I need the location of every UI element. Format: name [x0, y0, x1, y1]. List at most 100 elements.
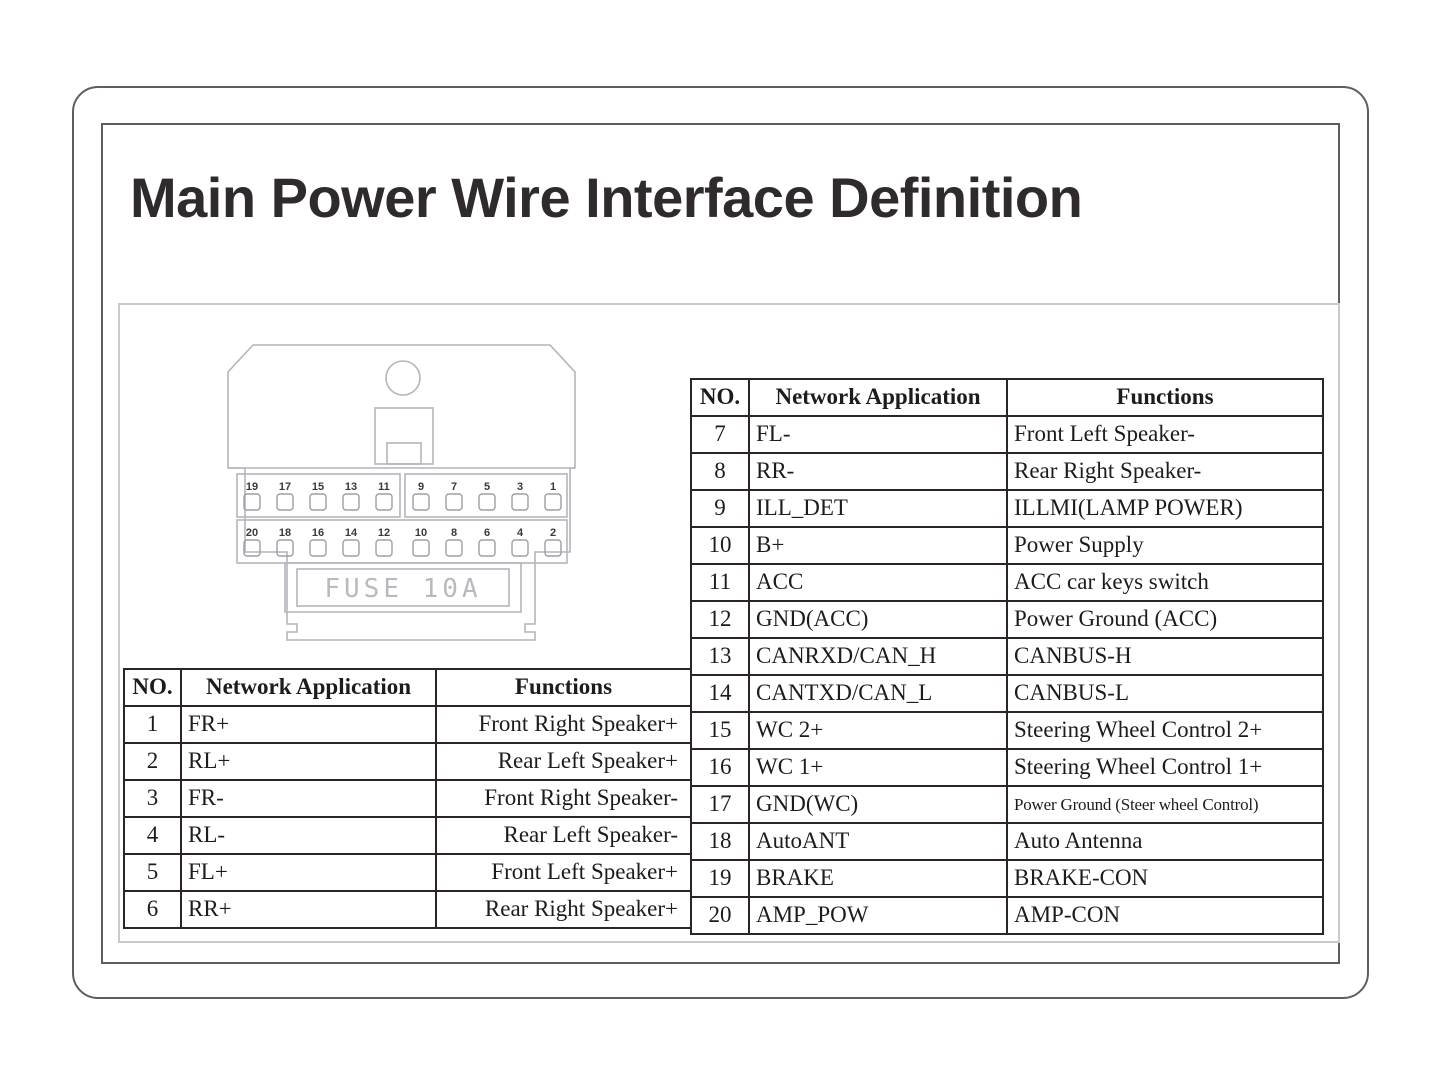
cell-no: 8 — [690, 452, 750, 491]
cell-network-application: WC 1+ — [748, 748, 1008, 787]
cell-network-application: RR+ — [180, 890, 437, 929]
cell-function: Rear Left Speaker+ — [435, 742, 692, 781]
cell-no: 13 — [690, 637, 750, 676]
pin-17: 17 — [276, 481, 294, 511]
cell-function: Rear Right Speaker+ — [435, 890, 692, 929]
cell-no: 10 — [690, 526, 750, 565]
cell-function: Front Left Speaker+ — [435, 853, 692, 892]
pin-11: 11 — [375, 481, 393, 511]
cell-function: CANBUS-H — [1006, 637, 1324, 676]
cell-function: Steering Wheel Control 2+ — [1006, 711, 1324, 750]
pin-12: 12 — [375, 527, 393, 557]
cell-network-application: RL- — [180, 816, 437, 855]
cell-no: 9 — [690, 489, 750, 528]
cell-function: Front Left Speaker- — [1006, 415, 1324, 454]
cell-network-application: FL+ — [180, 853, 437, 892]
pin-10: 10 — [412, 527, 430, 557]
svg-text:9: 9 — [418, 481, 424, 493]
pin-3: 3 — [511, 481, 529, 511]
cell-function: Power Supply — [1006, 526, 1324, 565]
cell-function: AMP-CON — [1006, 896, 1324, 935]
cell-no: 14 — [690, 674, 750, 713]
table-header-row: NO. Network Application Functions — [123, 668, 692, 707]
cell-no: 4 — [123, 816, 182, 855]
cell-network-application: AMP_POW — [748, 896, 1008, 935]
cell-no: 12 — [690, 600, 750, 639]
cell-network-application: FR- — [180, 779, 437, 818]
cell-network-application: B+ — [748, 526, 1008, 565]
cell-no: 11 — [690, 563, 750, 602]
svg-text:14: 14 — [345, 527, 358, 539]
cell-no: 20 — [690, 896, 750, 935]
pin-20: 20 — [243, 527, 261, 557]
cell-no: 5 — [123, 853, 182, 892]
cell-function: BRAKE-CON — [1006, 859, 1324, 898]
pin-7: 7 — [445, 481, 463, 511]
pin-13: 13 — [342, 481, 360, 511]
svg-text:7: 7 — [451, 481, 457, 493]
cell-network-application: GND(ACC) — [748, 600, 1008, 639]
svg-text:19: 19 — [246, 481, 258, 493]
pin-1: 1 — [544, 481, 562, 511]
cell-network-application: RL+ — [180, 742, 437, 781]
cell-function: Power Ground (Steer wheel Control) — [1006, 785, 1324, 824]
cell-function: Steering Wheel Control 1+ — [1006, 748, 1324, 787]
connector-pinout-diagram: 19 17 15 13 11 9 7 5 3 1 20 18 16 14 12 … — [225, 340, 600, 660]
cell-network-application: WC 2+ — [748, 711, 1008, 750]
cell-function: Rear Right Speaker- — [1006, 452, 1324, 491]
cell-no: 1 — [123, 705, 182, 744]
cell-network-application: AutoANT — [748, 822, 1008, 861]
pin-16: 16 — [309, 527, 327, 557]
svg-text:15: 15 — [312, 481, 324, 493]
cell-no: 3 — [123, 779, 182, 818]
cell-function: Front Right Speaker- — [435, 779, 692, 818]
cell-function: ILLMI(LAMP POWER) — [1006, 489, 1324, 528]
pin-group-top-right: 9 7 5 3 1 — [412, 481, 562, 511]
svg-text:17: 17 — [279, 481, 291, 493]
cell-no: 17 — [690, 785, 750, 824]
cell-network-application: FR+ — [180, 705, 437, 744]
pin-5: 5 — [478, 481, 496, 511]
header-functions: Functions — [1006, 378, 1324, 417]
svg-text:1: 1 — [550, 481, 556, 493]
cell-network-application: FL- — [748, 415, 1008, 454]
svg-text:2: 2 — [550, 527, 556, 539]
cell-function: ACC car keys switch — [1006, 563, 1324, 602]
cell-no: 15 — [690, 711, 750, 750]
cell-function: Rear Left Speaker- — [435, 816, 692, 855]
cell-network-application: CANTXD/CAN_L — [748, 674, 1008, 713]
svg-text:12: 12 — [378, 527, 390, 539]
header-functions: Functions — [435, 668, 692, 707]
header-no: NO. — [690, 378, 750, 417]
cell-network-application: RR- — [748, 452, 1008, 491]
pin-group-top-left: 19 17 15 13 11 — [243, 481, 393, 511]
pin-14: 14 — [342, 527, 360, 557]
cell-network-application: ILL_DET — [748, 489, 1008, 528]
header-network-application: Network Application — [180, 668, 437, 707]
svg-text:4: 4 — [517, 527, 524, 539]
cell-function: Auto Antenna — [1006, 822, 1324, 861]
cell-no: 6 — [123, 890, 182, 929]
svg-text:20: 20 — [246, 527, 258, 539]
pin-18: 18 — [276, 527, 294, 557]
svg-text:11: 11 — [378, 481, 390, 493]
cell-no: 18 — [690, 822, 750, 861]
pin-4: 4 — [511, 527, 529, 557]
svg-text:13: 13 — [345, 481, 357, 493]
svg-text:16: 16 — [312, 527, 324, 539]
cell-no: 7 — [690, 415, 750, 454]
cell-network-application: CANRXD/CAN_H — [748, 637, 1008, 676]
cell-function: CANBUS-L — [1006, 674, 1324, 713]
